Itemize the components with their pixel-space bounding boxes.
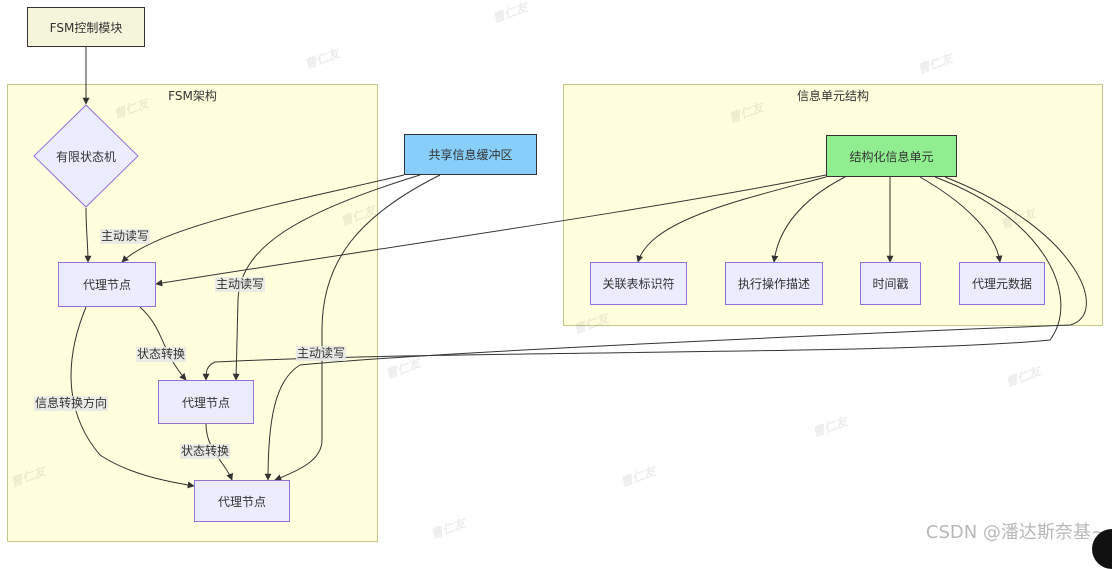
edge-label-read-write: 主动读写	[296, 346, 347, 361]
edge-buffer-to-proxy1	[121, 174, 405, 263]
edge-fsm-to-proxy1	[84, 207, 92, 263]
node-operation-desc: 执行操作描述	[725, 262, 823, 305]
edge-unit-to-assoc	[636, 176, 827, 263]
node-finite-state-machine: 有限状态机	[33, 104, 139, 208]
edge-unit-to-meta	[919, 176, 1003, 263]
cluster-title: 信息单元结构	[796, 89, 869, 103]
edge-label-state-transition: 状态转换	[180, 444, 231, 459]
edge-proxy1-to-proxy3	[70, 306, 195, 489]
flowchart: FSM架构 信息单元结构 曹仁友 曹仁友 曹仁友 曹仁友 曹仁友 曹仁友 曹仁友…	[7, 0, 1112, 569]
diamond-shape	[33, 104, 139, 208]
edge-buffer-to-proxy3	[274, 174, 441, 481]
node-proxy-3: 代理节点	[194, 480, 290, 522]
edge-layer	[70, 47, 1087, 489]
edge-unit-to-proxy3	[264, 176, 1087, 481]
edge-unit-to-opdesc	[771, 176, 846, 263]
edge-label-read-write: 主动读写	[215, 277, 266, 292]
node-proxy-metadata: 代理元数据	[959, 262, 1045, 305]
edge-unit-to-proxy1	[155, 174, 827, 287]
edge-label-read-write: 主动读写	[100, 229, 151, 244]
csdn-credit: CSDN @潘达斯奈基~	[925, 522, 1106, 543]
node-structured-info-unit: 结构化信息单元	[826, 135, 957, 177]
node-label: 有限状态机	[55, 149, 116, 164]
node-association-id: 关联表标识符	[590, 262, 687, 305]
node-proxy-2: 代理节点	[158, 380, 254, 424]
node-shared-buffer: 共享信息缓冲区	[404, 134, 537, 175]
cluster-title: FSM架构	[168, 89, 217, 103]
edge-label-state-transition: 状态转换	[136, 347, 187, 362]
edge-proxy1-to-proxy2	[139, 306, 187, 381]
node-proxy-1: 代理节点	[58, 262, 156, 307]
edge-unit-to-proxy2	[202, 176, 1062, 381]
node-timestamp: 时间戳	[860, 262, 921, 305]
node-fsm-control: FSM控制模块	[27, 7, 145, 47]
edge-label-info-direction: 信息转换方向	[34, 396, 109, 411]
